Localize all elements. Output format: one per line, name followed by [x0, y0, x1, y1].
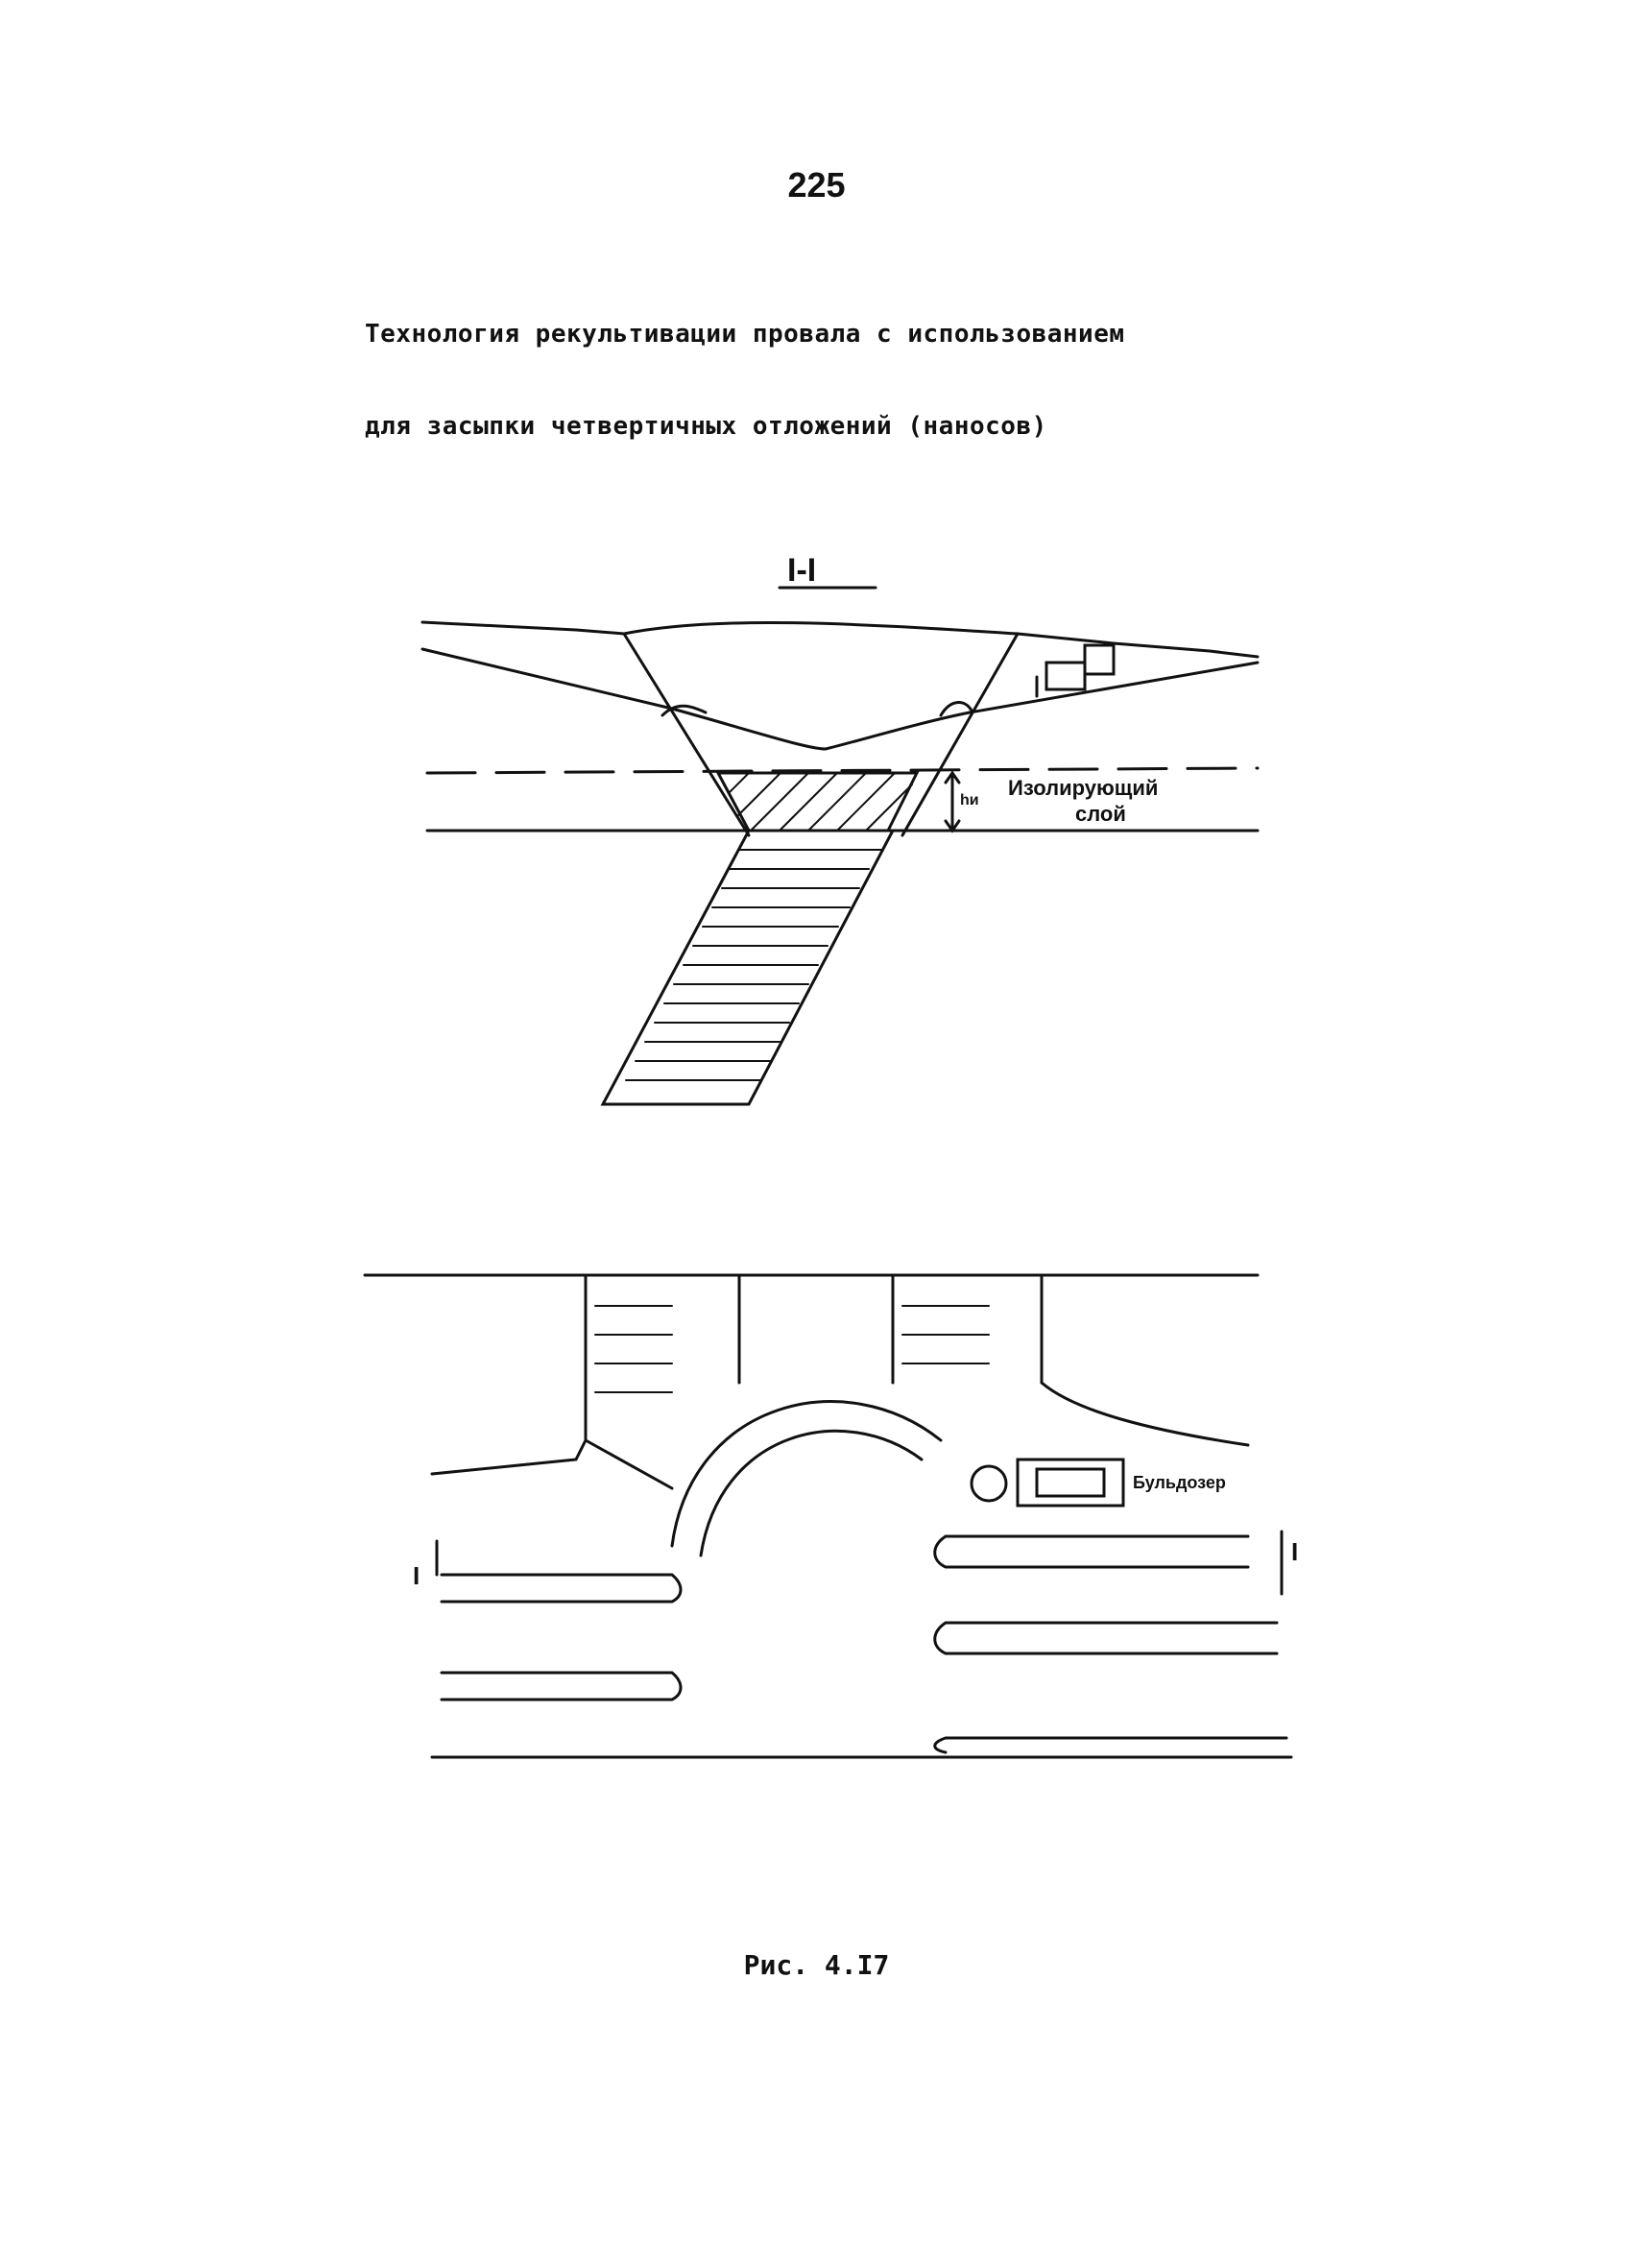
- ground-surface-right: [1016, 632, 1260, 659]
- drift-left-1: [440, 1573, 683, 1604]
- isolating-layer-top: [425, 766, 1260, 775]
- pillar-hatch: [594, 1305, 990, 1393]
- dump-pile-left: [660, 704, 708, 717]
- dump-pile-right: [939, 701, 973, 717]
- title-line-2: для засыпки четвертичных отложений (нано…: [365, 412, 1047, 441]
- drift-right-2: [933, 1621, 1279, 1655]
- drift-left-2: [440, 1671, 683, 1701]
- bulldozer-icon-top: [1045, 661, 1087, 691]
- sinkhole-wall-left: [622, 632, 751, 837]
- dimension-label: hи: [960, 792, 979, 808]
- drift-right-1: [933, 1534, 1250, 1569]
- subsoil-line-left: [420, 647, 674, 711]
- drift-right-3: [933, 1736, 1288, 1754]
- seam-column-outline: [600, 829, 896, 1106]
- figure-caption: Рис. 4.I7: [743, 1949, 890, 1981]
- seam-column-hatch: [625, 849, 884, 1081]
- left-fan-slope: [430, 1438, 674, 1490]
- marker-right: I: [1291, 1537, 1298, 1566]
- marker-left: I: [413, 1561, 420, 1590]
- isolating-layer-label-line1: Изолирующий: [1008, 776, 1158, 800]
- bulldozer-label: Бульдозер: [1133, 1473, 1226, 1492]
- title-line-1: Технология рекультивации провала с испол…: [365, 320, 1125, 349]
- fill-bottom-curve: [670, 707, 972, 751]
- sinkhole-surface: [622, 620, 1020, 636]
- plan-arch: [670, 1400, 943, 1548]
- page-number: 225: [787, 165, 846, 205]
- ground-surface-left: [420, 620, 626, 636]
- right-fan-slope: [1040, 1381, 1250, 1447]
- isolating-layer-label-line2: слой: [1075, 802, 1126, 826]
- section-label: I-I: [787, 552, 816, 589]
- page-title: Технология рекультивации провала с испол…: [365, 257, 1286, 472]
- isolating-zone-hatch: [729, 772, 913, 832]
- sinkhole-wall-right: [901, 632, 1020, 837]
- bulldozer-icon: [1016, 1458, 1125, 1508]
- subsoil-line-right: [968, 661, 1260, 714]
